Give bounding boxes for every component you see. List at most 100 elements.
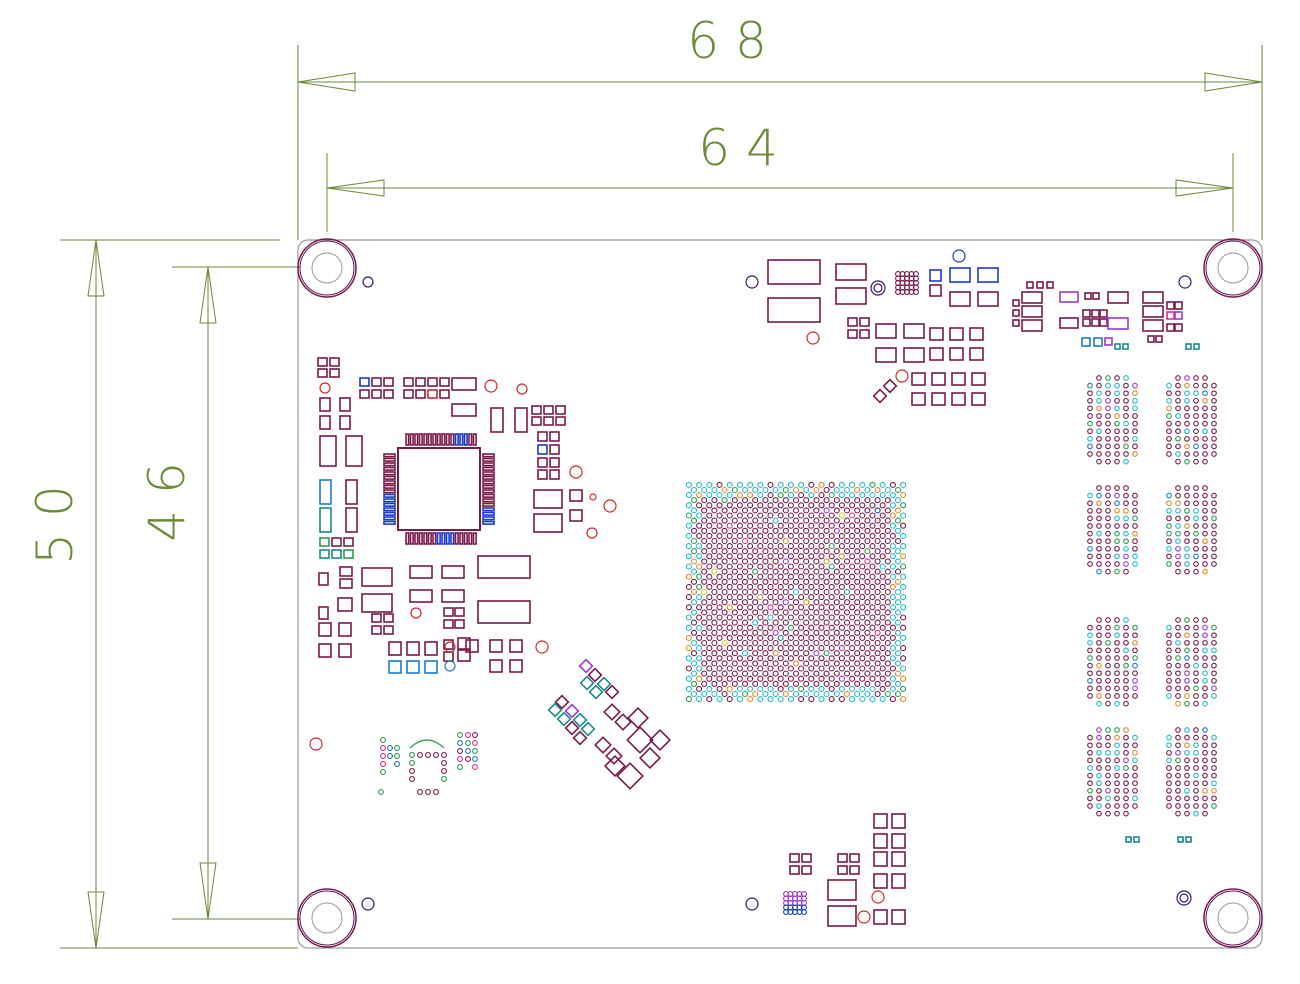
- rotated-pad: [596, 676, 612, 692]
- smd-pad: [1046, 281, 1054, 289]
- smd-pad: [318, 643, 332, 658]
- connector-pad: [1105, 670, 1111, 677]
- connector-pad: [1087, 757, 1093, 764]
- bga-ball: [884, 527, 891, 534]
- smd-pad: [1166, 301, 1175, 310]
- connector-pad: [1175, 685, 1181, 692]
- bga-ball: [818, 502, 825, 509]
- pad: [457, 732, 463, 738]
- bga-ball: [696, 665, 703, 672]
- bga-ball: [767, 685, 774, 692]
- bga-ball: [701, 507, 708, 514]
- smd-pad: [482, 507, 495, 512]
- connector-pad: [1211, 624, 1217, 631]
- pad: [457, 748, 463, 754]
- bga-ball: [869, 532, 876, 539]
- connector-pad: [1114, 530, 1120, 537]
- bga-ball: [685, 553, 692, 560]
- smd-pad: [971, 372, 986, 386]
- bga-ball: [736, 543, 743, 550]
- bga-ball: [803, 507, 810, 514]
- connector-pad: [1193, 458, 1199, 465]
- bga-ball: [685, 665, 692, 672]
- connector-pad: [1114, 397, 1120, 404]
- bga-ball: [767, 543, 774, 550]
- bga-ball: [701, 680, 708, 687]
- smd-pad: [337, 597, 353, 612]
- bga-ball: [900, 553, 907, 560]
- smd-pad: [891, 851, 906, 867]
- bga-ball: [808, 685, 815, 692]
- connector-pad: [1193, 492, 1199, 499]
- connector-pad: [1184, 435, 1190, 442]
- connector-pad: [1096, 420, 1102, 427]
- bga-ball: [823, 548, 830, 555]
- connector-pad: [1123, 530, 1129, 537]
- bga-ball: [701, 609, 708, 616]
- bga-ball: [813, 660, 820, 667]
- bga-ball: [849, 522, 856, 529]
- smd-pad: [482, 516, 495, 521]
- bga-ball: [894, 568, 902, 575]
- smd-pad: [873, 909, 888, 925]
- connector-pad: [1114, 515, 1120, 522]
- bga-ball: [696, 522, 703, 529]
- connector-pad: [1184, 803, 1190, 809]
- bga-ball: [889, 634, 896, 641]
- bga-ball: [736, 634, 743, 641]
- connector-pad: [1193, 639, 1199, 646]
- connector-pad: [1202, 382, 1208, 389]
- smd-pad: [345, 435, 363, 467]
- connector-pad: [1202, 553, 1208, 560]
- smd-pad: [432, 433, 437, 446]
- bga-ball: [787, 665, 794, 672]
- connector-pad: [1193, 545, 1199, 552]
- bga-ball: [696, 543, 703, 550]
- bga-ball: [701, 497, 708, 504]
- bga-ball: [731, 497, 738, 504]
- via-ring: [806, 331, 820, 345]
- bga-ball: [864, 517, 871, 524]
- bga-ball: [884, 660, 891, 667]
- bga-ball: [818, 645, 825, 652]
- bga-ball: [798, 481, 805, 488]
- bga-ball: [803, 629, 810, 636]
- bga-ball: [889, 573, 896, 580]
- connector-pad: [1123, 693, 1129, 699]
- smd-pad: [849, 865, 860, 875]
- dimension-lines: [60, 45, 1263, 949]
- bga-ball: [716, 645, 723, 652]
- connector-pad: [1123, 742, 1129, 749]
- bga-ball: [787, 492, 794, 499]
- smd-pad: [873, 851, 888, 867]
- bga-ball: [731, 680, 738, 687]
- bga-ball: [777, 645, 784, 652]
- bga-ball: [685, 512, 692, 519]
- connector-pad: [1193, 765, 1199, 771]
- bga-ball: [757, 604, 764, 611]
- bga-ball: [782, 680, 789, 687]
- bga-ball: [757, 543, 764, 550]
- bga-ball: [690, 568, 698, 575]
- smd-pad: [383, 507, 396, 512]
- connector-pad: [1175, 632, 1181, 639]
- bga-ball: [731, 537, 738, 545]
- bga-ball: [741, 537, 749, 545]
- bga-ball: [792, 650, 800, 657]
- bga-ball: [843, 588, 851, 596]
- connector-pad: [1105, 655, 1111, 661]
- bga-ball: [803, 680, 810, 687]
- connector-pad: [1114, 428, 1120, 435]
- connector-pad: [1193, 749, 1199, 756]
- bga-ball: [685, 655, 692, 662]
- connector-pad: [1114, 787, 1120, 794]
- bga-ball: [818, 532, 825, 539]
- bga-ball: [879, 492, 886, 499]
- bga-ball: [716, 604, 723, 611]
- rotated-pad: [872, 388, 888, 404]
- bga-ball: [838, 665, 845, 672]
- bga-ball: [685, 624, 692, 631]
- connector-pad: [1132, 413, 1138, 419]
- bga-ball: [889, 522, 896, 529]
- smd-pad: [423, 433, 428, 446]
